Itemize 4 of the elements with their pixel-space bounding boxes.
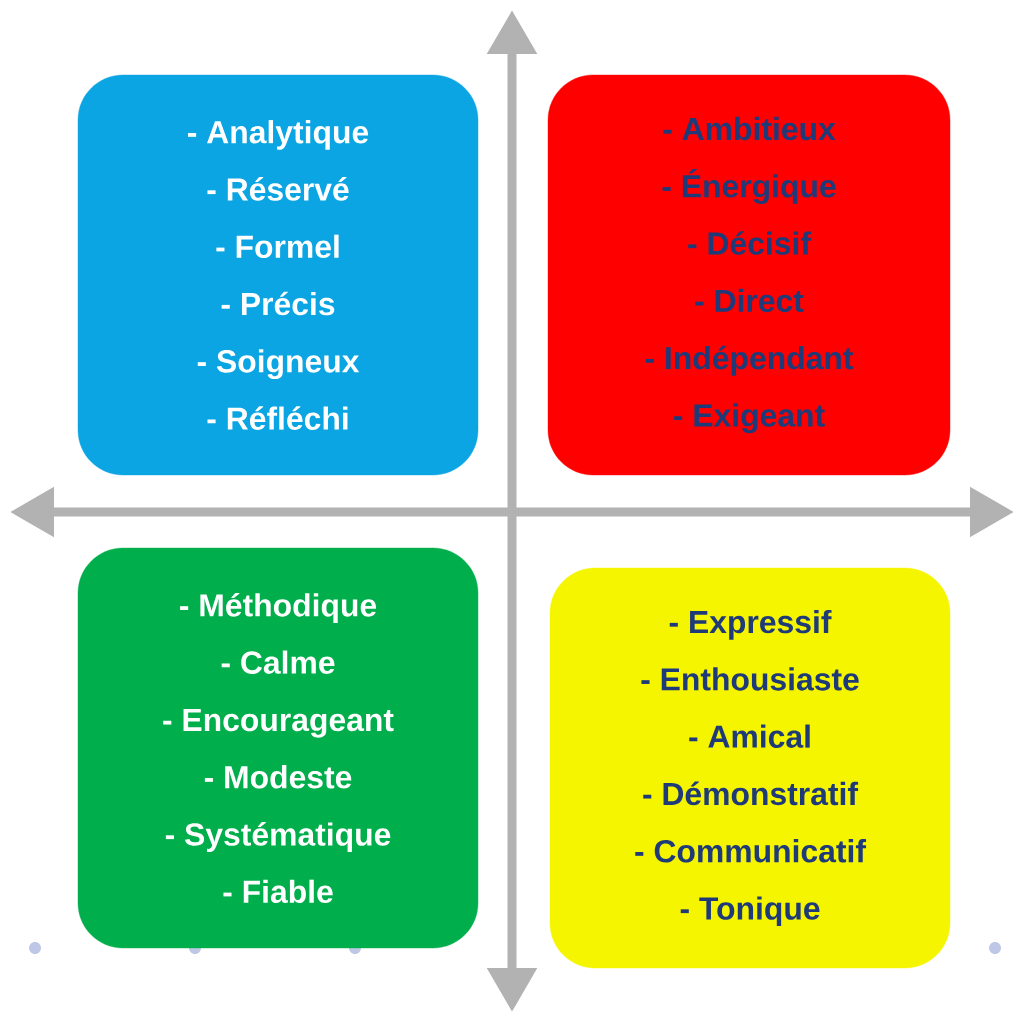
quadrant-box: - Méthodique - Calme - Encourageant - Modeste - Systématique - Fiable <box>77 547 479 949</box>
quadrant-box: - Expressif - Enthousiaste - Amical - Démonstratif - Communicatif - Tonique <box>549 567 951 969</box>
quadrant-box: - Ambitieux - Énergique - Décisif - Direct - Indépendant - Exigeant <box>547 74 951 476</box>
quadrant-box: - Analytique - Réservé - Formel - Précis - Soigneux - Réfléchi <box>77 74 479 476</box>
